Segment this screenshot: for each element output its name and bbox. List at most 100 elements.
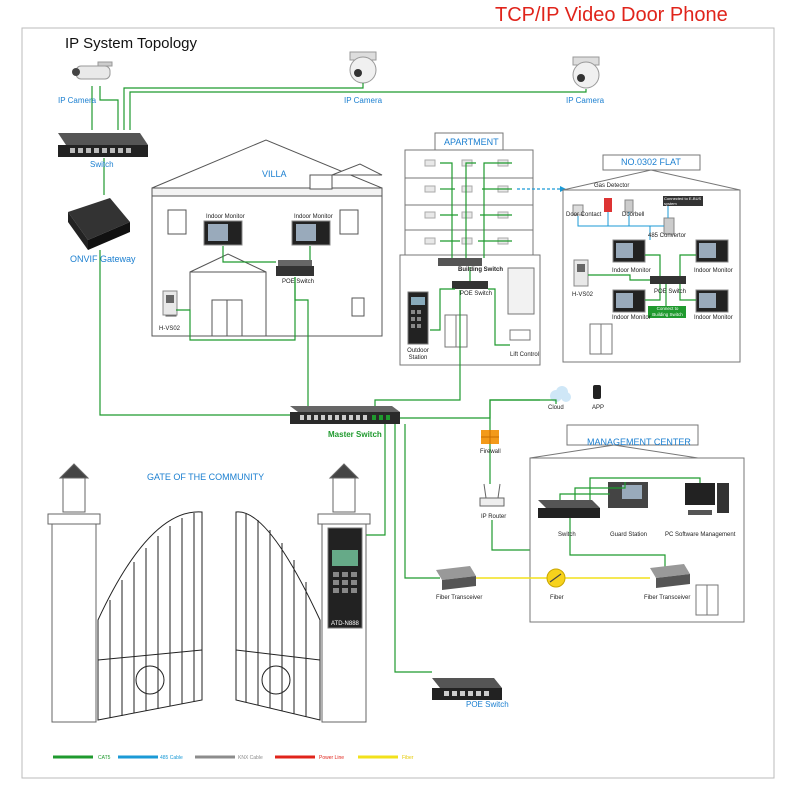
ip-router-icon [479,483,505,507]
ip-camera-2-label: IP Camera [344,96,383,105]
flat-485-lines [577,206,669,240]
poe-switch-bottom-label: POE Switch [466,700,509,709]
legend-485: 485 Cable [160,755,183,761]
management-center-label: MANAGEMENT CENTER [587,437,691,447]
flat-monitor-4-label: Indoor Monitor [694,315,733,321]
villa-hvs02-label: H-VS02 [159,326,181,332]
gate-left-pillar [47,463,101,723]
switch-label: Switch [90,160,114,169]
legend-knx: KNX Cable [238,755,263,761]
fiber-transceiver-2-icon [650,564,690,588]
door-contact-icon [572,204,584,216]
management-building [529,424,745,623]
gas-detector-icon [604,198,612,212]
apartment-lines [374,162,512,410]
building-switch-label: Building Switch [458,267,503,273]
ip-router-label: IP Router [481,514,507,520]
firewall-icon [481,430,499,444]
outer-frame [21,27,775,779]
villa-building [151,139,383,337]
gate-station-icon [327,527,363,629]
outdoor-station-label: Outdoor Station [407,348,429,361]
gate-model-label: ATD-N888 [331,621,359,627]
villa-monitor-2-label: Indoor Monitor [294,214,333,220]
fiber-transceiver-2-label: Fiber Transceiver [644,595,691,601]
app-icon [593,385,601,399]
camera-lines [91,83,587,416]
villa-label: VILLA [262,169,287,179]
apt-poe-label: POE Switch [460,291,493,297]
flat-hvs02-label: H-VS02 [572,292,594,298]
flat-monitor-1-label: Indoor Monitor [612,268,651,274]
legend-cat5: CAT5 [98,755,111,761]
gate-label: GATE OF THE COMMUNITY [147,472,265,482]
flat-cat5-lines [588,254,696,306]
villa-hvs02-icon [162,290,178,316]
legend-power: Power Line [319,755,345,761]
door-contact-label: Door Contact [566,212,602,218]
guard-station-label: Guard Station [610,532,648,538]
pc-software-label: PC Software Management [665,532,736,538]
cloud-icon [550,386,571,402]
flat-monitor-3-label: Indoor Monitor [612,315,651,321]
doorbell-label: Doorbell [622,212,645,218]
fiber-transceiver-1-label: Fiber Transceiver [436,595,483,601]
switch-icon [58,133,148,157]
mc-switch-label: Switch [558,532,576,538]
poe-switch-bottom-icon [432,678,502,700]
main-title: TCP/IP Video Door Phone [495,4,728,26]
legend-fiber: Fiber [402,755,414,761]
apartment-label: APARTMENT [444,137,499,147]
fiber-label: Fiber [550,595,564,601]
cloud-line [489,399,557,430]
villa-poe-switch-icon [276,260,314,276]
ip-camera-1-icon [72,61,113,80]
master-switch-label: Master Switch [328,430,382,439]
master-lines [365,399,540,673]
villa-poe-label: POE Switch [282,279,315,285]
villa-lines [176,246,311,410]
firewall-label: Firewall [480,449,501,455]
ip-camera-3-label: IP Camera [566,96,605,105]
flat-monitor-2-label: Indoor Monitor [694,268,733,274]
ip-camera-3-icon [572,56,600,89]
gate-right-leaf [235,511,321,721]
apt-poe-switch-icon [452,281,488,289]
building-switch-icon [438,258,482,266]
fiber-icon [546,568,566,588]
onvif-gateway-icon [68,198,130,250]
system-topology-title: IP System Topology [65,35,198,52]
villa-monitor-1-label: Indoor Monitor [206,214,245,220]
flat-hvs02-icon [573,259,589,287]
ip-camera-2-icon [349,51,377,84]
guard-station-icon [608,482,648,508]
flat-poe-label: POE Switch [654,289,687,295]
outdoor-station-icon [407,291,429,345]
convertor-icon [663,217,675,235]
lift-control-label: Lift Control [510,352,540,358]
pc-icon [685,483,729,515]
master-switch-icon [290,406,400,424]
mc-switch-icon [538,500,600,518]
flat-label: NO.0302 FLAT [621,157,681,167]
connect-bus-label: Connected to E-BUS system [664,196,702,206]
convertor-label: 485 Convertor [648,233,687,239]
ip-camera-1-label: IP Camera [58,96,97,105]
villa-monitor-2-icon [291,220,331,246]
gas-detector-label: Gas Detector [594,183,630,189]
fiber-transceiver-1-icon [436,566,476,590]
app-label: APP [592,405,605,411]
villa-monitor-1-icon [203,220,243,246]
ebus-box [663,196,703,206]
flat-devices [572,196,729,318]
gate-left-leaf [97,511,203,721]
flat-poe-switch-icon [650,276,686,284]
doorbell-icon [624,199,634,213]
connect-building-box [648,306,686,318]
onvif-gateway-label: ONVIF Gateway [70,254,136,264]
mc-lines [559,477,701,568]
cloud-label: Cloud [548,405,564,411]
connect-building-label: Connect to Building Switch [652,306,683,317]
